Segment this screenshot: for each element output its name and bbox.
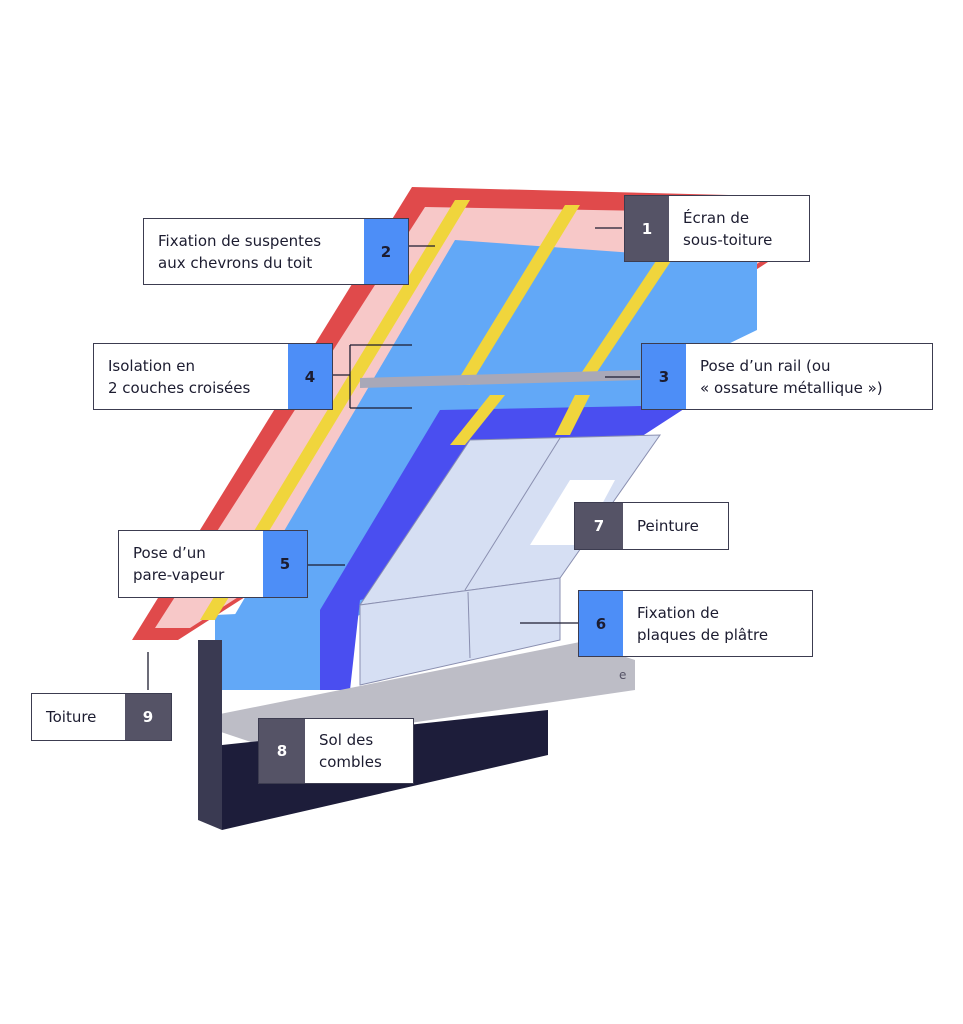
callout-2-number: 2 xyxy=(364,219,408,284)
callout-3: 3 Pose d’un rail (ou « ossature métalliq… xyxy=(641,343,933,410)
brand-mark: e xyxy=(619,668,627,682)
callout-7-text: Peinture xyxy=(637,517,699,535)
callout-6: 6 Fixation de plaques de plâtre xyxy=(578,590,813,657)
callout-3-number: 3 xyxy=(642,344,686,409)
callout-4: Isolation en 2 couches croisées 4 xyxy=(93,343,333,410)
callout-9-number: 9 xyxy=(125,694,171,740)
callout-8: 8 Sol des combles xyxy=(258,718,414,784)
callout-8-text: Sol des combles xyxy=(319,731,382,771)
rafter xyxy=(555,395,590,435)
callout-2: Fixation de suspentes aux chevrons du to… xyxy=(143,218,409,285)
callout-arrows xyxy=(147,227,640,690)
rafter xyxy=(450,395,505,445)
board-seam xyxy=(464,437,561,591)
callout-1-text: Écran de sous-toiture xyxy=(683,208,773,249)
callout-9-text: Toiture xyxy=(46,708,97,726)
rafter xyxy=(200,200,470,620)
callout-7: 7 Peinture xyxy=(574,502,729,550)
callout-5: Pose d’un pare-vapeur 5 xyxy=(118,530,308,598)
insulation-layer-lower xyxy=(215,610,325,690)
callout-8-number: 8 xyxy=(259,719,305,783)
callout-1-number: 1 xyxy=(625,196,669,261)
plasterboard-lower xyxy=(359,577,561,686)
board-seam xyxy=(467,591,471,659)
paint-area xyxy=(530,480,615,545)
callout-1: 1 Écran de sous-toiture xyxy=(624,195,810,262)
callout-9: Toiture 9 xyxy=(31,693,172,741)
rafter xyxy=(580,255,675,375)
callout-4-number: 4 xyxy=(288,344,332,409)
callout-5-number: 5 xyxy=(263,531,307,597)
callout-7-number: 7 xyxy=(575,503,623,549)
callout-6-number: 6 xyxy=(579,591,623,656)
wall-structure xyxy=(198,640,222,830)
metal-rail xyxy=(360,370,640,388)
callout-3-text: Pose d’un rail (ou « ossature métallique… xyxy=(700,356,883,397)
rafter xyxy=(455,205,580,385)
callout-4-text: Isolation en 2 couches croisées xyxy=(108,356,251,397)
callout-2-text: Fixation de suspentes aux chevrons du to… xyxy=(158,231,322,272)
callout-5-text: Pose d’un pare-vapeur xyxy=(133,544,225,584)
callout-6-text: Fixation de plaques de plâtre xyxy=(637,603,769,644)
